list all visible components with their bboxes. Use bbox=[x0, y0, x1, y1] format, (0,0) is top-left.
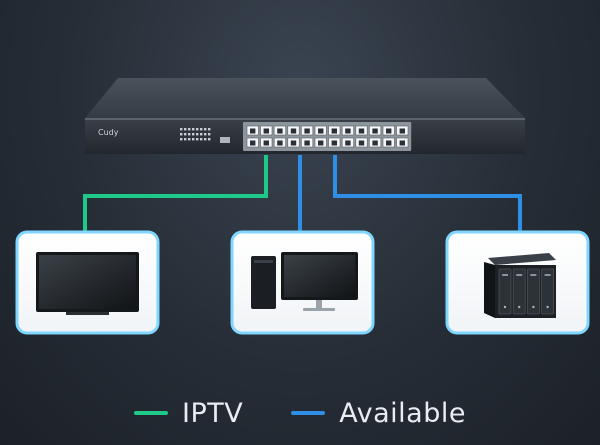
led-indicator bbox=[192, 133, 195, 136]
legend: IPTV Available bbox=[0, 393, 600, 433]
led-indicator bbox=[180, 128, 183, 131]
drive-bay bbox=[498, 268, 512, 315]
led-indicator bbox=[180, 133, 183, 136]
led-indicator bbox=[204, 138, 207, 141]
led-indicator bbox=[184, 138, 187, 141]
led-indicator bbox=[208, 133, 211, 136]
drive-bay bbox=[527, 268, 540, 315]
device-card-tv bbox=[15, 230, 160, 335]
led-indicator bbox=[188, 128, 191, 131]
led-indicator bbox=[196, 138, 199, 141]
legend-label-iptv: IPTV bbox=[182, 397, 244, 429]
led-indicator bbox=[200, 128, 203, 131]
led-indicator bbox=[188, 133, 191, 136]
drive-bay bbox=[541, 268, 554, 315]
iptv-link-line bbox=[83, 155, 268, 232]
tv-icon bbox=[36, 252, 139, 315]
pc-tower-icon bbox=[251, 256, 276, 309]
led-indicator bbox=[200, 133, 203, 136]
led-indicator bbox=[188, 138, 191, 141]
led-indicator bbox=[184, 128, 187, 131]
ethernet-port-grid bbox=[243, 122, 412, 151]
led-indicator bbox=[192, 138, 195, 141]
switch-top-face bbox=[85, 78, 525, 118]
led-indicator bbox=[200, 138, 203, 141]
led-indicator bbox=[196, 128, 199, 131]
legend-item-iptv: IPTV bbox=[134, 398, 243, 429]
console-port bbox=[220, 137, 230, 143]
legend-swatch-available bbox=[291, 411, 326, 415]
led-indicator bbox=[204, 133, 207, 136]
legend-label-available: Available bbox=[339, 397, 466, 429]
legend-swatch-iptv bbox=[134, 411, 169, 415]
available-link-line-nas bbox=[333, 155, 522, 232]
led-indicator bbox=[204, 128, 207, 131]
drive-bay bbox=[512, 268, 526, 315]
led-indicator-grid bbox=[180, 128, 211, 141]
led-indicator bbox=[192, 128, 195, 131]
connection-lines bbox=[83, 155, 522, 232]
led-indicator bbox=[196, 133, 199, 136]
network-switch: Cudy bbox=[85, 78, 525, 154]
led-indicator bbox=[184, 133, 187, 136]
led-indicator bbox=[208, 138, 211, 141]
desktop-computer-icon bbox=[251, 252, 358, 311]
switch-brand-logo: Cudy bbox=[98, 128, 119, 137]
led-indicator bbox=[180, 138, 183, 141]
device-card-nas bbox=[445, 230, 590, 335]
nas-drive-bays bbox=[498, 268, 554, 315]
legend-item-available: Available bbox=[291, 398, 466, 429]
nas-storage-icon bbox=[484, 253, 556, 318]
device-card-desktop bbox=[230, 230, 375, 335]
led-indicator bbox=[208, 128, 211, 131]
